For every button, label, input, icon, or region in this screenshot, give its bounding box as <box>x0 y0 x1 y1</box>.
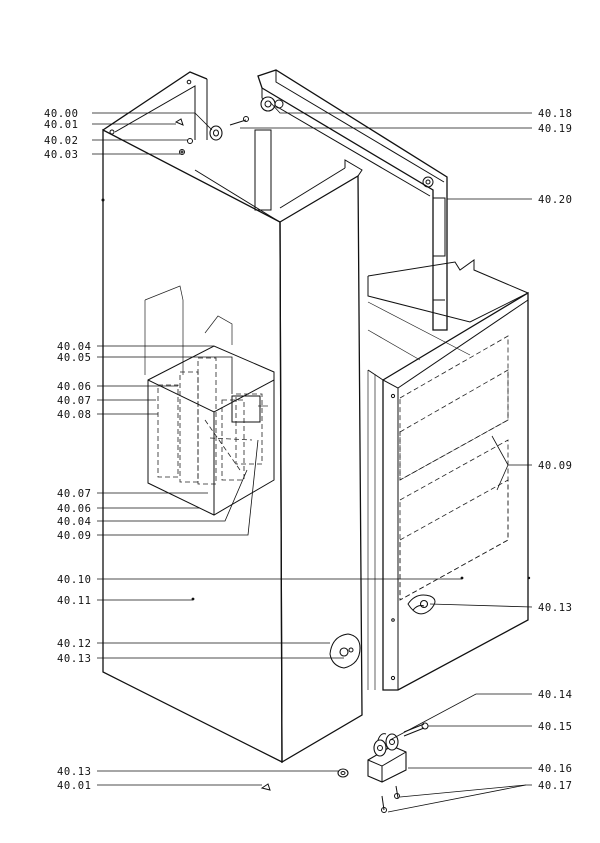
callout-40-12: 40.12 <box>57 638 92 650</box>
callout-40-20: 40.20 <box>538 194 573 206</box>
main-cabinet-body <box>101 71 363 764</box>
callout-40-06: 40.06 <box>57 381 92 393</box>
callout-40-01: 40.01 <box>57 780 92 792</box>
leader-lines <box>92 101 533 813</box>
cabinet-lower-hinge <box>191 597 361 669</box>
top-frame-bracket <box>257 69 448 331</box>
callout-40-18: 40.18 <box>538 108 573 120</box>
callout-labels-left: 40.00 40.01 40.02 40.03 40.04 40.05 40.0… <box>44 108 92 792</box>
callout-40-02: 40.02 <box>44 135 79 147</box>
callout-40-13: 40.13 <box>57 766 92 778</box>
hinge-block-assembly <box>260 722 429 813</box>
callout-40-03: 40.03 <box>44 149 79 161</box>
callout-40-09: 40.09 <box>538 460 573 472</box>
callout-40-16: 40.16 <box>538 763 573 775</box>
callout-40-09: 40.09 <box>57 530 92 542</box>
callout-40-07: 40.07 <box>57 395 92 407</box>
callout-40-01: 40.01 <box>44 119 79 131</box>
callout-40-11: 40.11 <box>57 595 92 607</box>
callout-40-00: 40.00 <box>44 108 79 120</box>
callout-40-10: 40.10 <box>57 574 92 586</box>
callout-40-04: 40.04 <box>57 341 92 353</box>
callout-40-07: 40.07 <box>57 488 92 500</box>
callout-40-14: 40.14 <box>538 689 573 701</box>
callout-40-08: 40.08 <box>57 409 92 421</box>
callout-40-04: 40.04 <box>57 516 92 528</box>
callout-40-05: 40.05 <box>57 352 92 364</box>
callout-40-13: 40.13 <box>57 653 92 665</box>
side-panel <box>367 259 531 691</box>
callout-40-06: 40.06 <box>57 503 92 515</box>
callout-labels-right: 40.18 40.19 40.20 40.09 40.13 40.14 40.1… <box>538 108 573 792</box>
callout-40-17: 40.17 <box>538 780 573 792</box>
upper-small-parts <box>174 116 249 155</box>
inner-drawer-unit <box>144 285 275 516</box>
callout-40-15: 40.15 <box>538 721 573 733</box>
callout-40-13: 40.13 <box>538 602 573 614</box>
callout-40-19: 40.19 <box>538 123 573 135</box>
